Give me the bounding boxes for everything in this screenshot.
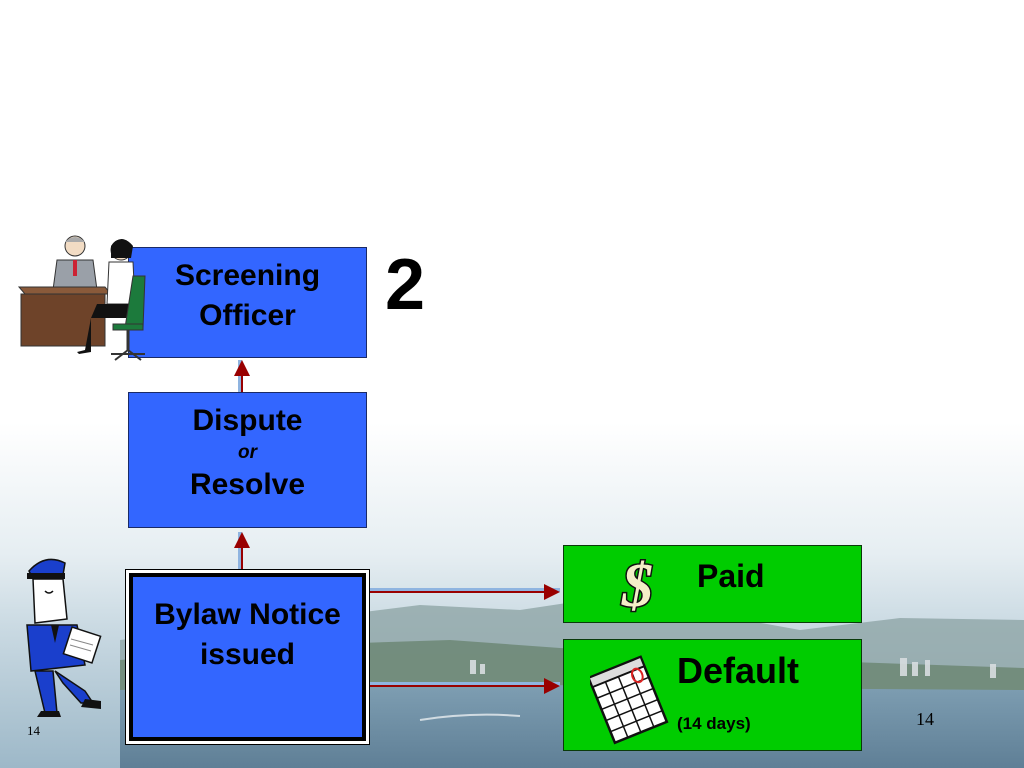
default-label: Default bbox=[677, 650, 800, 691]
bylaw-officer-clipart-icon bbox=[26, 558, 102, 717]
slide-number-left: 14 bbox=[27, 723, 40, 738]
meeting-clipart-icon bbox=[17, 235, 146, 361]
bylaw-line2: issued bbox=[199, 638, 296, 671]
dispute-connector: or bbox=[238, 442, 257, 463]
screening-line1: Screening bbox=[174, 259, 321, 292]
bylaw-line1: Bylaw Notice bbox=[154, 598, 341, 631]
screening-line2: Officer bbox=[199, 299, 296, 332]
dispute-line1: Dispute bbox=[192, 404, 303, 437]
dispute-resolve-box: Dispute or Resolve bbox=[128, 392, 367, 528]
screening-officer-box: Screening Officer bbox=[128, 247, 367, 358]
default-box: Default (14 days) bbox=[563, 639, 862, 751]
default-sublabel: (14 days) bbox=[677, 714, 751, 733]
paid-label: Paid bbox=[697, 558, 765, 594]
svg-text:$: $ bbox=[621, 554, 653, 614]
dispute-line2: Resolve bbox=[189, 468, 306, 501]
dollar-sign-icon: $ bbox=[620, 554, 655, 614]
step-number: 2 bbox=[385, 245, 426, 325]
bylaw-notice-inner: Bylaw Notice issued bbox=[129, 573, 366, 741]
bylaw-notice-box: Bylaw Notice issued bbox=[125, 569, 370, 745]
slide-number-right: 14 bbox=[916, 709, 934, 729]
paid-box: $ Paid bbox=[563, 545, 862, 623]
calendar-icon bbox=[590, 655, 669, 745]
